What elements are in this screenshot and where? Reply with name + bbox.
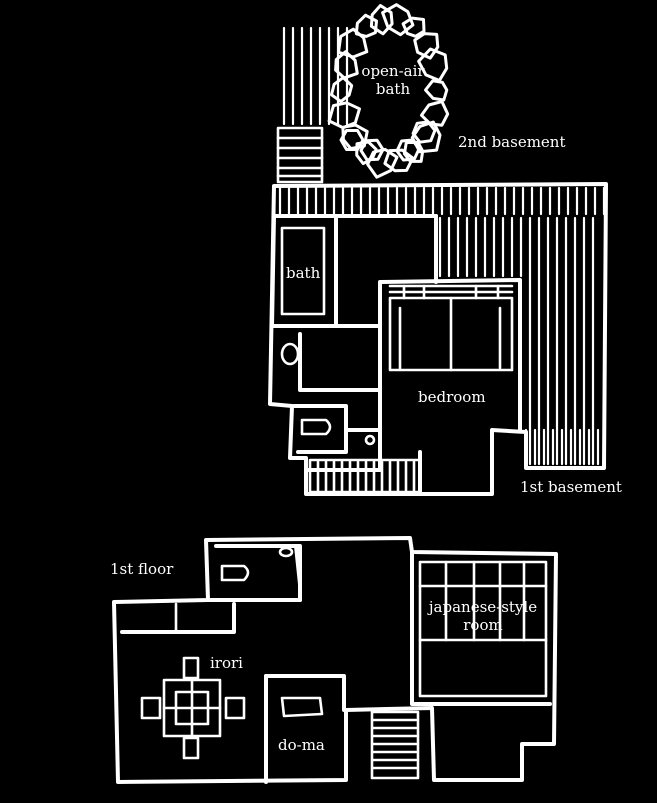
open-air-bath-label: open-air bath	[358, 62, 428, 98]
open-air-bath-rocks	[327, 3, 450, 179]
open-air-bath-label-line2: bath	[375, 80, 411, 98]
first-floor-label: 1st floor	[110, 560, 174, 578]
toilet-first-floor	[220, 564, 250, 582]
japanese-room-label-line1: japanese-style	[428, 598, 538, 616]
japanese-style-room	[410, 550, 552, 706]
stairs-basement	[276, 126, 324, 184]
japanese-style-room-label: japanese-style room	[420, 598, 546, 634]
doma-label: do-ma	[278, 736, 325, 754]
japanese-room-label-line2: room	[463, 616, 503, 634]
bedroom-walls	[304, 278, 522, 472]
first-basement-label: 1st basement	[520, 478, 622, 496]
terrace-hatch-right	[438, 216, 600, 466]
bathtub	[280, 226, 326, 316]
first-floor-plan	[112, 536, 558, 784]
first-floor-outline	[112, 536, 558, 784]
doma-sink	[280, 696, 324, 718]
bed	[388, 284, 514, 372]
bath-label: bath	[286, 264, 321, 282]
open-air-bath-label-line1: open-air	[361, 62, 425, 80]
washbasin	[280, 342, 300, 366]
bedroom-label: bedroom	[418, 388, 486, 406]
irori-label: irori	[210, 654, 243, 672]
basement-plan	[268, 3, 608, 496]
toilet-basement	[300, 418, 332, 436]
deck-hatch-top	[278, 26, 606, 216]
second-basement-label: 2nd basement	[458, 133, 566, 151]
stairs-first-floor	[370, 710, 420, 780]
stairs-bottom	[308, 458, 422, 494]
irori-hearth	[140, 656, 246, 760]
